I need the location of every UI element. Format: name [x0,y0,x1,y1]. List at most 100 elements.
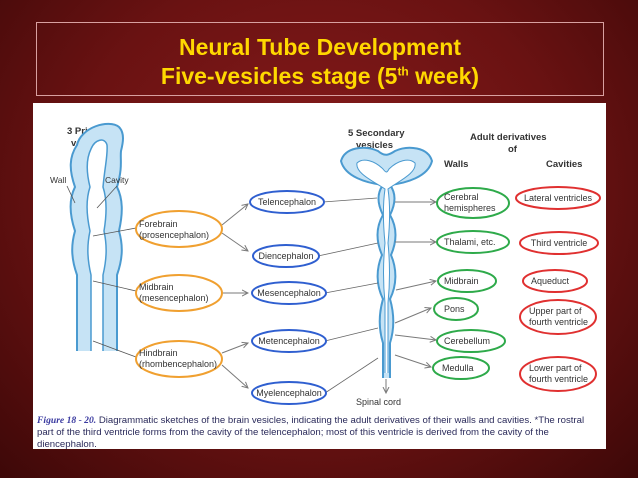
primary-midbrain: Midbrain (mesencephalon) [135,274,223,312]
secondary-myelencephalon: Myelencephalon [251,381,327,405]
telencephalon-oval [249,190,325,214]
cerebral-label: Cerebral [444,192,479,202]
upper-part-label: Upper part of [529,306,582,316]
adult-derivatives-header: Adult derivatives [470,132,547,143]
upper-fourth-ventricle-oval [519,299,597,335]
cavity-third-ventricle: Third ventricle [519,231,599,255]
figure-caption-text: Diagrammatic sketches of the brain vesic… [37,415,585,450]
arrow-forebrain-diencephalon [221,232,248,251]
wall-cerebral-hemispheres: Cerebral hemispheres [436,187,510,219]
wall-pointer [66,185,76,204]
brain-vesicles-diagram: 3 Primary vesicles 5 Secondary vesicles … [50,122,601,407]
thalami-oval [436,230,510,254]
secondary-tube-cavity [356,159,416,373]
cavities-header: Cavities [546,159,582,170]
line-diencephalon [317,242,379,257]
cavity-lateral-ventricles: Lateral ventricles [515,186,601,210]
cavity-aqueduct: Aqueduct [522,269,588,293]
lateral-ventricles-label: Lateral ventricles [524,193,593,203]
adult-derivatives-of: of [508,144,518,155]
forebrain-label: Forebrain [139,219,178,229]
aqueduct-oval [522,269,588,293]
midbrain-label: Midbrain [139,282,174,292]
line-myelencephalon [324,357,379,394]
line-mesencephalon [324,282,379,294]
secondary-metencephalon: Metencephalon [251,329,327,353]
wall-cerebellum: Cerebellum [436,329,506,353]
hindbrain-label: Hindbrain [139,348,178,358]
title-line-1: Neural Tube Development [178,34,462,60]
midbrain-oval [135,274,223,312]
primary-tube-cavity [86,139,108,351]
midbrain-pointer [92,280,137,292]
wall-pons: Pons [433,297,479,321]
wall-label: Wall [50,175,66,185]
figure-caption: Figure 18 - 20. Diagrammatic sketches of… [37,415,603,451]
metencephalon-oval [251,329,327,353]
myelencephalon-oval [251,381,327,405]
wall-midbrain-label: Midbrain [444,276,479,286]
cavity-lower-fourth-ventricle: Lower part of fourth ventricle [519,356,597,392]
arrow-to-pons [394,308,431,324]
spinal-cord-label: Spinal cord [356,397,401,407]
myelencephalon-label: Myelencephalon [256,388,322,398]
diencephalon-label: Diencephalon [258,251,313,261]
pons-label: Pons [444,304,465,314]
hindbrain-sublabel: (rhombencephalon) [139,359,217,369]
hindbrain-pointer [92,340,137,358]
cerebral-hemispheres-oval [436,187,510,219]
arrow-to-cerebellum [394,334,436,340]
midbrain-sublabel: (mesencephalon) [139,293,209,303]
secondary-mesencephalon: Mesencephalon [251,281,327,305]
forebrain-oval [135,210,223,248]
medulla-label: Medulla [442,363,474,373]
medulla-oval [432,356,490,380]
primary-to-secondary-arrows [221,204,248,388]
arrow-forebrain-telencephalon [221,204,248,226]
diencephalon-oval [252,244,320,268]
primary-forebrain: Forebrain (prosencephalon) [135,210,223,248]
walls-header: Walls [444,159,468,170]
wall-midbrain-oval [437,269,497,293]
title-line-2: Five-vesicles stage (5th week) [37,62,603,91]
title-box: Neural Tube Development Five-vesicles st… [36,22,604,96]
third-ventricle-label: Third ventricle [531,238,588,248]
cavity-upper-fourth-ventricle: Upper part of fourth ventricle [519,299,597,335]
wall-midbrain: Midbrain [437,269,497,293]
third-ventricle-oval [519,231,599,255]
figure-number: Figure 18 - 20. [37,415,97,426]
wall-medulla: Medulla [432,356,490,380]
secondary-telencephalon: Telencephalon [249,190,325,214]
hindbrain-oval [135,340,223,378]
aqueduct-label: Aqueduct [531,276,570,286]
lower-fourth-label: fourth ventricle [529,374,588,384]
cavity-pointer [96,185,118,209]
diagram-panel: 3 Primary vesicles 5 Secondary vesicles … [33,103,606,451]
arrow-to-medulla [394,354,431,367]
cerebellum-oval [436,329,506,353]
secondary-neural-tube [339,146,434,378]
pons-oval [433,297,479,321]
line-metencephalon [324,327,379,342]
lower-fourth-ventricle-oval [519,356,597,392]
lateral-ventricles-oval [515,186,601,210]
secondary-diencephalon: Diencephalon [252,244,320,268]
metencephalon-label: Metencephalon [258,336,320,346]
title-line-2-prefix: Five-vesicles stage (5 [160,63,398,89]
title-line-2-sup: th [397,64,409,79]
arrow-hindbrain-myelencephalon [221,364,248,388]
primary-neural-tube [69,122,124,351]
cavity-label: Cavity [105,175,129,185]
secondary-header-1: 5 Secondary [348,128,405,139]
secondary-header-2: vesicles [356,140,393,151]
cerebellum-label: Cerebellum [444,336,490,346]
primary-hindbrain: Hindbrain (rhombencephalon) [135,340,223,378]
thalami-label: Thalami, etc. [444,237,496,247]
slide-title: Neural Tube Development Five-vesicles st… [37,33,603,91]
telencephalon-label: Telencephalon [258,197,316,207]
lower-part-label: Lower part of [529,363,582,373]
arrow-to-midbrain [395,281,436,291]
mesencephalon-oval [251,281,327,305]
mesencephalon-label: Mesencephalon [257,288,321,298]
